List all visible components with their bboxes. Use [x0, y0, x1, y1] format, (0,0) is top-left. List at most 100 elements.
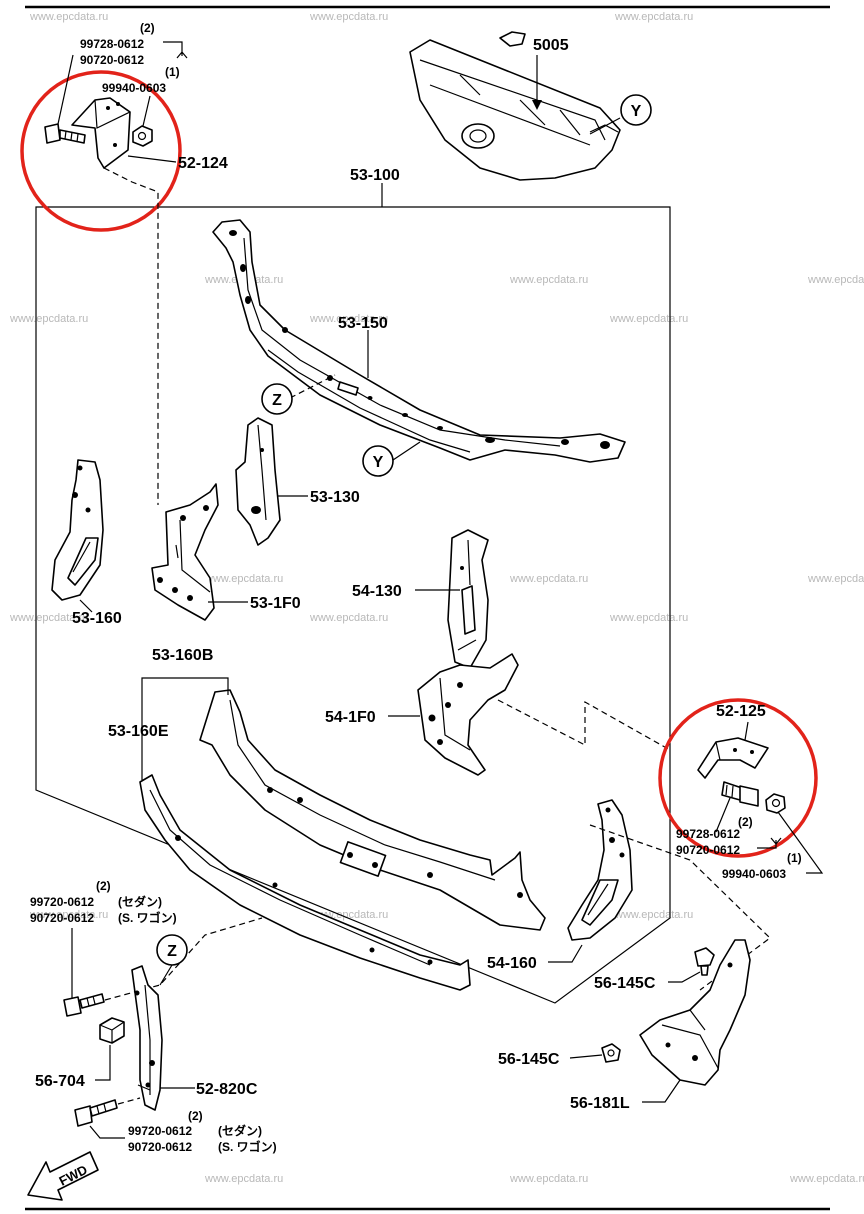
bracket-53-130[interactable] [235, 417, 281, 546]
fastener-tl-nut[interactable]: 99940-0603 [102, 81, 166, 95]
callout-z-upper [261, 383, 293, 415]
highlight-circle-right [658, 698, 818, 858]
watermark: www.epcdata.ru [309, 612, 388, 624]
label-54-1F0[interactable]: 54-1F0 [325, 709, 376, 726]
watermark: www.epcdata.ru [614, 909, 693, 921]
leader-tl-bolt [57, 54, 74, 125]
leader-56-145C-b [569, 1054, 603, 1059]
bolt-icon [63, 993, 105, 1017]
dash-54-1F0 [497, 699, 671, 751]
clip-56-145C-lower[interactable] [601, 1043, 621, 1063]
fastener-tl-bolt[interactable]: 99728-0612 [80, 37, 144, 51]
leader-tl-nut [142, 95, 151, 127]
fastener-r-qty2: (2) [738, 815, 753, 829]
fastener-bl2-a[interactable]: 99720-0612 [128, 1124, 192, 1138]
label-54-160[interactable]: 54-160 [487, 955, 537, 972]
watermarks: www.epcdata.ru www.epcdata.ru www.epcdat… [9, 11, 864, 1185]
leader-r-nut [777, 811, 824, 874]
callout-z-lower-text: Z [167, 943, 177, 960]
label-53-100[interactable]: 53-100 [350, 167, 400, 184]
leader-56-181L [642, 1079, 681, 1103]
fastener-bl2-b[interactable]: 90720-0612 [128, 1140, 192, 1154]
bracket-54-130[interactable] [447, 529, 489, 669]
bracket-52-820C[interactable] [131, 965, 163, 1111]
grille-5005[interactable] [409, 39, 621, 181]
fastener-bl1-b-note: (S. ワゴン) [118, 910, 177, 925]
watermark: www.epcdata.ru [509, 1173, 588, 1185]
arrow-5005 [532, 100, 542, 110]
bracket-53-1F0[interactable] [151, 483, 219, 621]
fwd-arrow-icon: FWD [27, 1151, 99, 1201]
dash-z-upper [289, 374, 336, 399]
watermark: www.epcdata.ru [9, 313, 88, 325]
label-52-125[interactable]: 52-125 [716, 703, 766, 720]
leader-bl2 [89, 1125, 125, 1139]
fastener-r-nut[interactable]: 99940-0603 [722, 867, 786, 881]
clip-56-145C-upper[interactable] [694, 947, 715, 976]
nut-icon [132, 125, 153, 147]
bolt-icon [44, 123, 86, 144]
watermark: www.epcdata.ru [309, 313, 388, 325]
guard-56-181L[interactable] [639, 939, 751, 1086]
bolt-icon [721, 781, 759, 807]
watermark: www.epcdata.ru [509, 573, 588, 585]
fastener-tl-qty1: (1) [165, 65, 180, 79]
watermark: www.epcdata.ru [29, 909, 108, 921]
fastener-bl1-a-note: (セダン) [118, 894, 162, 909]
label-56-145C-a[interactable]: 56-145C [594, 975, 656, 992]
bracket-52-124[interactable] [71, 97, 131, 169]
upper-member-53-150[interactable] [212, 219, 626, 463]
callout-y-top-text: Y [631, 103, 642, 120]
bolt-icon [74, 1099, 118, 1127]
watermark: www.epcdata.ru [9, 612, 88, 624]
bracket-line-r [757, 837, 782, 849]
side-member-54-160[interactable] [567, 799, 633, 941]
bracket-54-1F0[interactable] [417, 653, 519, 776]
label-53-160B[interactable]: 53-160B [152, 647, 213, 664]
assembly-frame [35, 206, 671, 1004]
leader-52-124 [127, 155, 177, 163]
label-52-820C[interactable]: 52-820C [196, 1081, 258, 1098]
lower-member-53-160E[interactable] [139, 774, 471, 991]
callout-y-mid-text: Y [373, 454, 384, 471]
fastener-bl1-b[interactable]: 90720-0612 [30, 911, 94, 925]
fastener-tl-qty2: (2) [140, 21, 155, 35]
fastener-bl2-a-note: (セダン) [218, 1123, 262, 1138]
label-5005[interactable]: 5005 [533, 37, 569, 54]
watermark: www.epcdata.ru [509, 274, 588, 286]
label-56-704[interactable]: 56-704 [35, 1073, 85, 1090]
fastener-r-bolt-alt[interactable]: 90720-0612 [676, 843, 740, 857]
bracket-52-125[interactable] [697, 737, 769, 779]
lower-member-53-160B[interactable] [199, 689, 546, 931]
label-53-160[interactable]: 53-160 [72, 610, 122, 627]
side-member-53-160[interactable] [51, 459, 104, 601]
label-53-130[interactable]: 53-130 [310, 489, 360, 506]
fastener-bl2-b-note: (S. ワゴン) [218, 1139, 277, 1154]
highlight-circle-top-left [20, 70, 182, 232]
leader-52-125 [744, 721, 749, 741]
leader-54-160 [548, 944, 583, 963]
leader-53-160B [141, 677, 229, 780]
leader-56-704 [95, 1045, 111, 1081]
dash-bl2 [117, 1097, 141, 1105]
label-53-1F0[interactable]: 53-1F0 [250, 595, 301, 612]
fastener-bl1-qty: (2) [96, 879, 111, 893]
label-53-160E[interactable]: 53-160E [108, 723, 169, 740]
label-54-130[interactable]: 54-130 [352, 583, 402, 600]
fastener-tl-bolt-alt[interactable]: 90720-0612 [80, 53, 144, 67]
label-52-124[interactable]: 52-124 [178, 155, 228, 172]
watermark: www.epcdata.ru [204, 1173, 283, 1185]
leader-r-bolt [715, 797, 731, 833]
grille-clip-icon [499, 31, 526, 47]
fastener-r-bolt[interactable]: 99728-0612 [676, 827, 740, 841]
fastener-bl1-a[interactable]: 99720-0612 [30, 895, 94, 909]
label-53-150[interactable]: 53-150 [338, 315, 388, 332]
nut-icon [765, 793, 786, 814]
watermark: www.epcdata.ru [614, 11, 693, 23]
callout-z-upper-text: Z [272, 392, 282, 409]
clip-56-704[interactable] [99, 1017, 125, 1044]
label-56-181L[interactable]: 56-181L [570, 1095, 630, 1112]
label-56-145C-b[interactable]: 56-145C [498, 1051, 560, 1068]
watermark: www.epcdata.ru [204, 573, 283, 585]
